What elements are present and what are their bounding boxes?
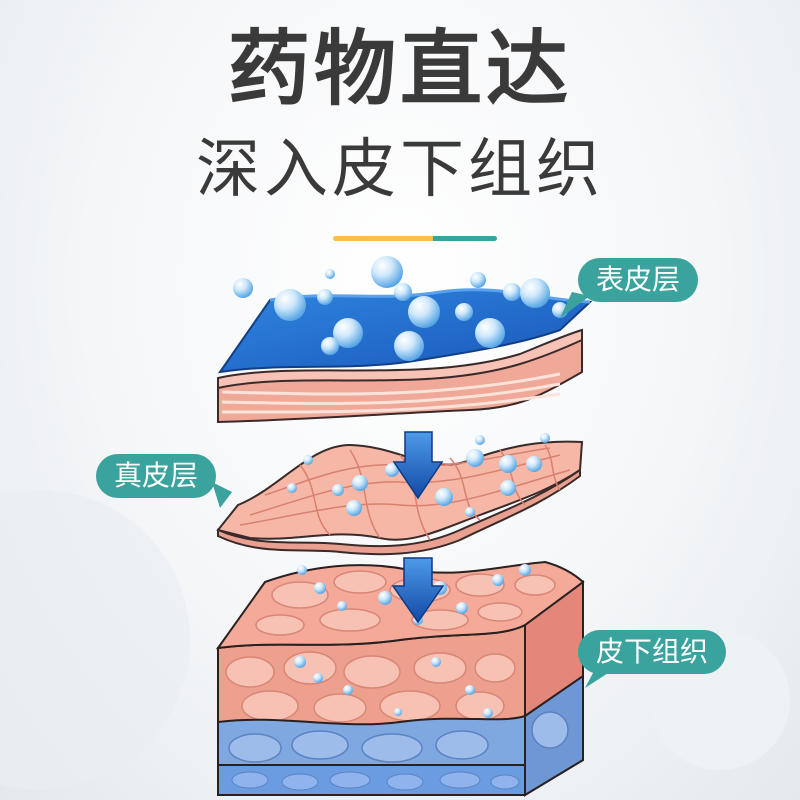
page-subtitle: 深入皮下组织 (196, 133, 604, 207)
bubble-icon (294, 564, 531, 718)
down-arrow-icon (392, 431, 444, 500)
bubble-icon (287, 433, 550, 517)
label-epidermis: 表皮层 (578, 258, 699, 302)
down-arrow-icon (391, 557, 445, 624)
epidermis-layer (217, 288, 593, 424)
subcutaneous-layer (215, 560, 585, 797)
divider-teal (433, 236, 497, 241)
bubble-icon (233, 256, 568, 361)
label-dermis: 真皮层 (96, 454, 217, 498)
divider (333, 236, 497, 241)
divider-yellow (333, 236, 433, 241)
bg-circle (0, 490, 190, 790)
label-tail (212, 482, 232, 508)
page-title: 药物直达 (227, 22, 572, 117)
label-subcutaneous: 皮下组织 (578, 630, 727, 674)
label-tail (560, 292, 590, 318)
dermis-layer (216, 440, 584, 556)
